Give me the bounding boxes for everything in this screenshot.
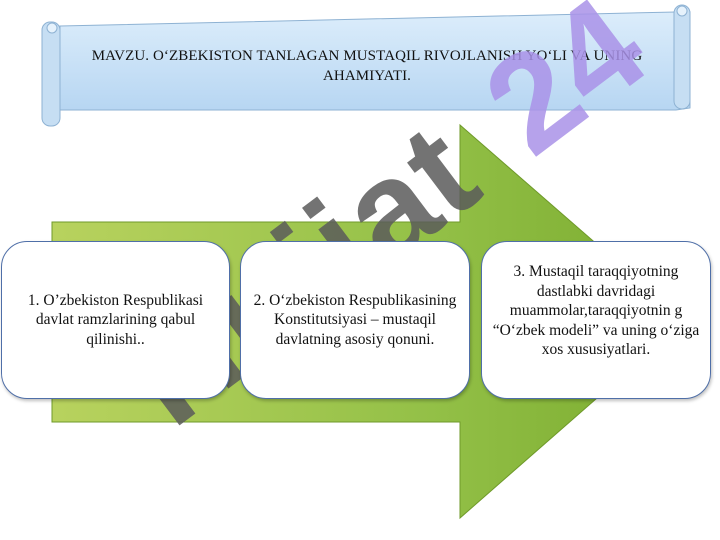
- topic-box-3-text: 3. Mustaqil taraqqiyotning dastlabki dav…: [492, 263, 700, 358]
- slide-title: MAVZU. O‘ZBEKISTON TANLAGAN MUSTAQIL RIV…: [91, 48, 643, 84]
- topic-box-3: 3. Mustaqil taraqqiyotning dastlabki dav…: [481, 241, 711, 399]
- topic-box-1-text: 1. O’zbekiston Respublikasi davlat ramzl…: [27, 291, 204, 348]
- topic-box-2: 2. O‘zbekiston Respublikasining Konstitu…: [240, 241, 470, 399]
- topic-box-2-text: 2. O‘zbekiston Respublikasining Konstitu…: [253, 291, 457, 348]
- topic-box-1: 1. O’zbekiston Respublikasi davlat ramzl…: [1, 241, 230, 399]
